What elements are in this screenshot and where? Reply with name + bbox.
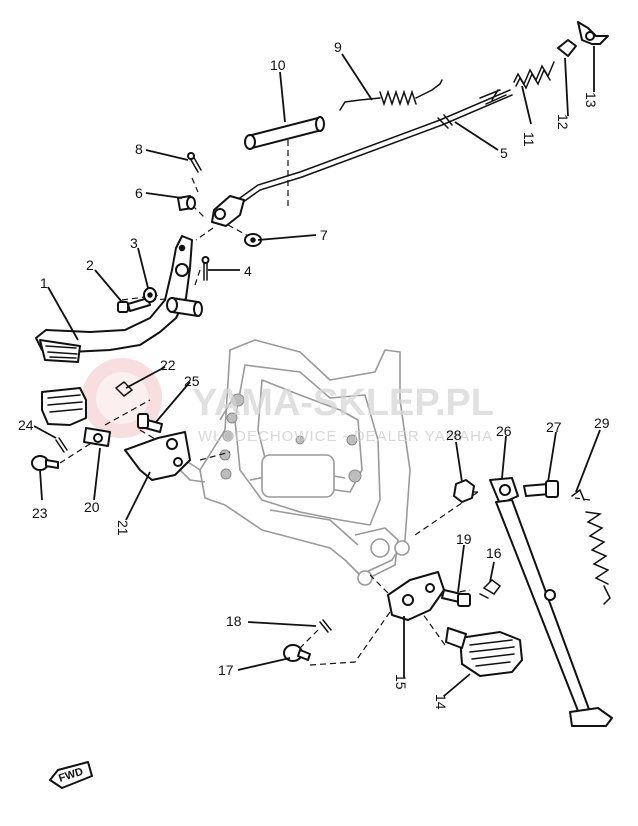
callout-11: 11 — [521, 132, 537, 147]
callout-24: 24 — [18, 417, 34, 433]
pedal-shaft-part — [166, 297, 203, 317]
sidestand-pivot-part — [489, 477, 519, 505]
callout-16: 16 — [486, 545, 502, 561]
brake-pedal-part — [35, 235, 193, 363]
footrest-bracket-part — [387, 571, 445, 621]
adjuster-part — [557, 39, 577, 57]
cotter-pin-part — [201, 256, 210, 281]
callout-4: 4 — [244, 263, 252, 279]
pillion-cotter-pin-part — [55, 437, 68, 453]
forward-direction-icon: FWD — [49, 761, 93, 789]
callout-27: 27 — [546, 419, 562, 435]
watermark-brand: YAMA-SKLEP.PL — [192, 382, 494, 424]
watermark-logo-inner-icon — [96, 372, 148, 424]
callout-7: 7 — [320, 227, 328, 243]
callout-28: 28 — [446, 427, 462, 443]
callout-13: 13 — [583, 92, 599, 108]
callout-12: 12 — [555, 114, 571, 130]
footrest-pin-part — [283, 644, 311, 662]
pillion-bracket-part — [124, 431, 191, 481]
bushing-shaft-part — [244, 116, 325, 150]
callout-5: 5 — [500, 145, 508, 161]
callout-23: 23 — [32, 505, 48, 521]
callout-26: 26 — [496, 423, 512, 439]
callout-20: 20 — [84, 499, 100, 515]
brake-rod-part — [229, 89, 513, 211]
pillion-footrest-part — [41, 387, 87, 426]
callout-29: 29 — [594, 415, 610, 431]
sidestand-spring-part — [571, 488, 611, 605]
rod-clevis-part — [211, 195, 245, 227]
callout-6: 6 — [135, 185, 143, 201]
callout-10: 10 — [270, 57, 286, 73]
callout-1: 1 — [40, 275, 48, 291]
callout-2: 2 — [86, 257, 94, 273]
callout-9: 9 — [334, 39, 342, 55]
callout-19: 19 — [456, 531, 472, 547]
sidestand-part — [495, 499, 613, 727]
callout-numbers: 1 2 3 4 5 6 7 8 9 10 11 12 13 14 15 16 1… — [18, 39, 610, 710]
sidestand-nut-part — [453, 479, 475, 503]
footrest-part — [445, 627, 523, 677]
callout-25: 25 — [184, 373, 200, 389]
pivot-bolt-part — [117, 297, 151, 313]
washer-part — [143, 287, 157, 303]
callout-22: 22 — [160, 357, 176, 373]
callout-leaders — [33, 46, 601, 697]
adjuster-spring-part — [513, 61, 555, 90]
callout-3: 3 — [130, 235, 138, 251]
watermark-tagline: WŁODECHOWICE - DEALER YAMAHA — [198, 428, 493, 445]
callout-17: 17 — [218, 662, 234, 678]
pillion-bolt-part — [137, 413, 163, 433]
small-cotter-pin-part — [187, 152, 202, 173]
pillion-pin-part — [31, 455, 59, 471]
bracket-bolt-part — [441, 589, 471, 607]
callout-18: 18 — [226, 613, 242, 629]
callout-21: 21 — [115, 520, 131, 536]
return-spring-part — [339, 79, 443, 111]
callout-14: 14 — [433, 694, 449, 710]
footrest-cotter-pin-part — [319, 619, 332, 633]
clevis-pin-part — [177, 195, 196, 211]
callout-8: 8 — [135, 141, 143, 157]
small-bracket-part — [83, 427, 111, 447]
callout-15: 15 — [393, 674, 409, 690]
wing-nut-part — [577, 21, 609, 45]
sidestand-bolt-part — [523, 480, 559, 498]
pillion-clip-part — [114, 381, 134, 397]
motorcycle-frame — [179, 339, 411, 586]
spring-clip-part — [479, 579, 502, 599]
